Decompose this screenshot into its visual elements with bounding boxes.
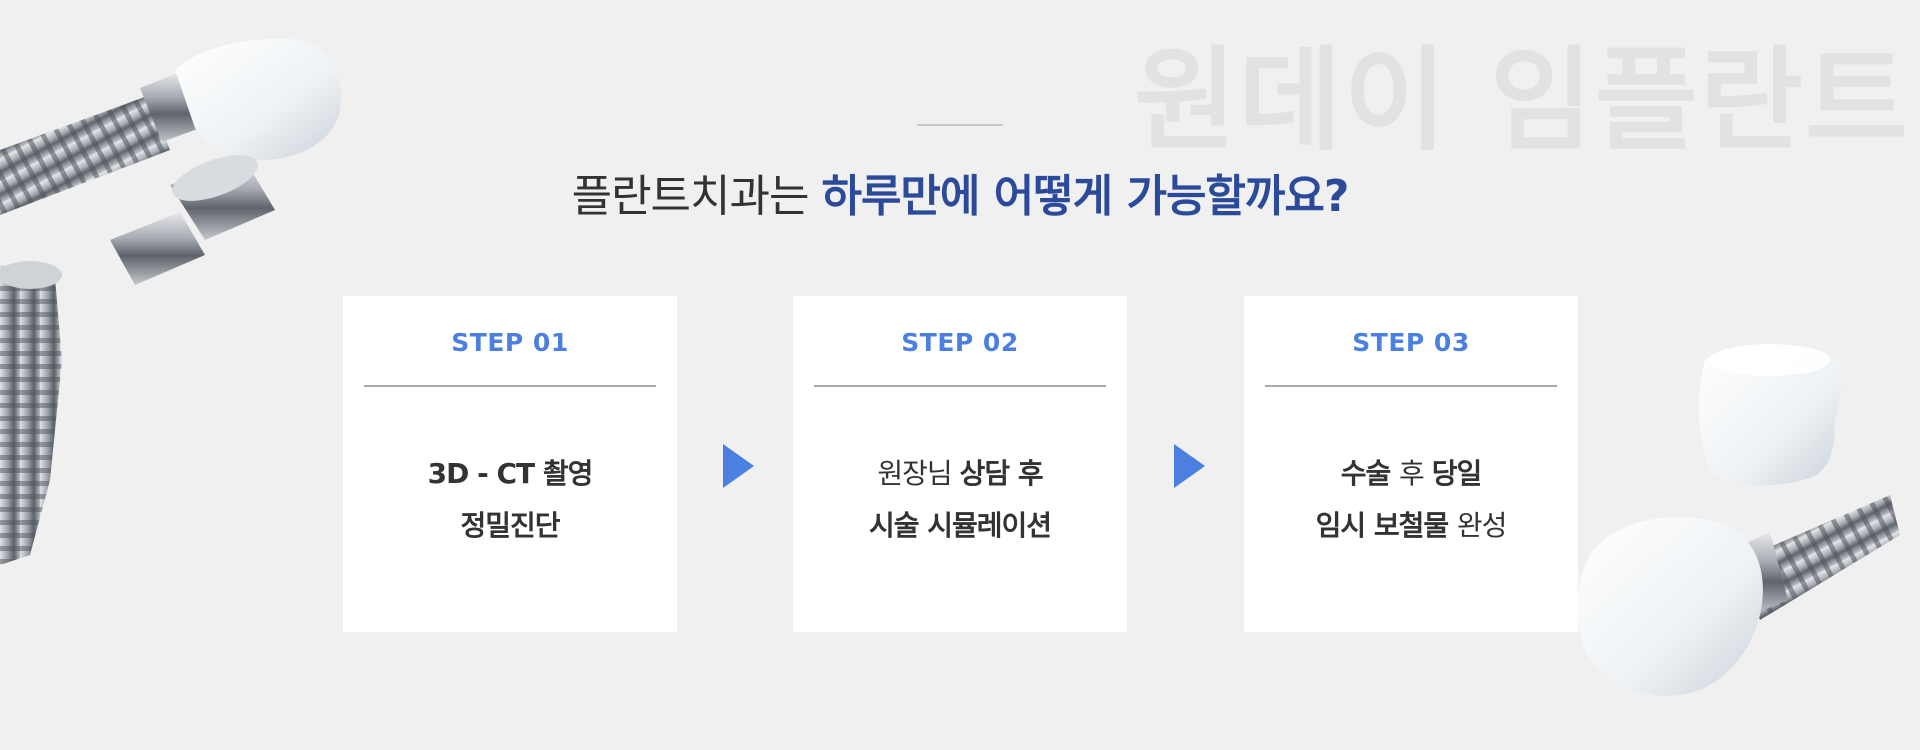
step-desc-text: 수술 [1340, 457, 1400, 490]
step-desc-text: 당일 [1431, 457, 1483, 490]
step-divider [364, 385, 656, 387]
step-divider [814, 385, 1106, 387]
step-label: STEP 01 [451, 328, 569, 357]
dental-implant-icon [1577, 495, 1900, 696]
step-card-02: STEP 02 원장님 상담 후 시술 시뮬레이션 [793, 296, 1127, 632]
dental-implant-icon [0, 38, 341, 215]
step-desc-line-1: 수술 후 당일 [1244, 448, 1578, 500]
step-desc-text: 3D - CT 촬영 [427, 457, 594, 490]
step-description: 수술 후 당일 임시 보철물 완성 [1244, 448, 1578, 552]
step-desc-line-2: 정밀진단 [343, 500, 677, 552]
step-card-03: STEP 03 수술 후 당일 임시 보철물 완성 [1244, 296, 1578, 632]
step-desc-line-1: 원장님 상담 후 [793, 448, 1127, 500]
step-desc-text: 정밀진단 [460, 509, 560, 542]
crown-icon [1698, 344, 1843, 486]
step-desc-line-1: 3D - CT 촬영 [343, 448, 677, 500]
step-desc-line-2: 임시 보철물 완성 [1244, 500, 1578, 552]
step-desc-text: 완성 [1456, 509, 1508, 542]
step-desc-line-2: 시술 시뮬레이션 [793, 500, 1127, 552]
step-label: STEP 03 [1352, 328, 1470, 357]
step-description: 원장님 상담 후 시술 시뮬레이션 [793, 448, 1127, 552]
dental-implant-icon [0, 261, 62, 565]
abutment-icon [110, 155, 275, 285]
step-desc-text: 상담 후 [959, 457, 1044, 490]
step-desc-text: 시술 시뮬레이션 [868, 509, 1052, 542]
background-watermark: 원데이 임플란트 [1133, 36, 1910, 166]
step-label: STEP 02 [901, 328, 1019, 357]
step-card-01: STEP 01 3D - CT 촬영 정밀진단 [343, 296, 677, 632]
headline-highlight: 하루만에 어떻게 가능할까요? [821, 171, 1349, 222]
headline-normal: 플란트치과는 [571, 171, 822, 222]
page-title: 플란트치과는 하루만에 어떻게 가능할까요? [0, 160, 1920, 224]
arrow-right-icon [1174, 444, 1205, 488]
step-desc-text: 후 [1399, 457, 1432, 490]
step-divider [1265, 385, 1557, 387]
step-description: 3D - CT 촬영 정밀진단 [343, 448, 677, 552]
step-desc-text: 원장님 [877, 457, 960, 490]
step-desc-text: 임시 보철물 [1315, 509, 1457, 542]
decorative-line [917, 124, 1003, 126]
arrow-right-icon [723, 444, 754, 488]
